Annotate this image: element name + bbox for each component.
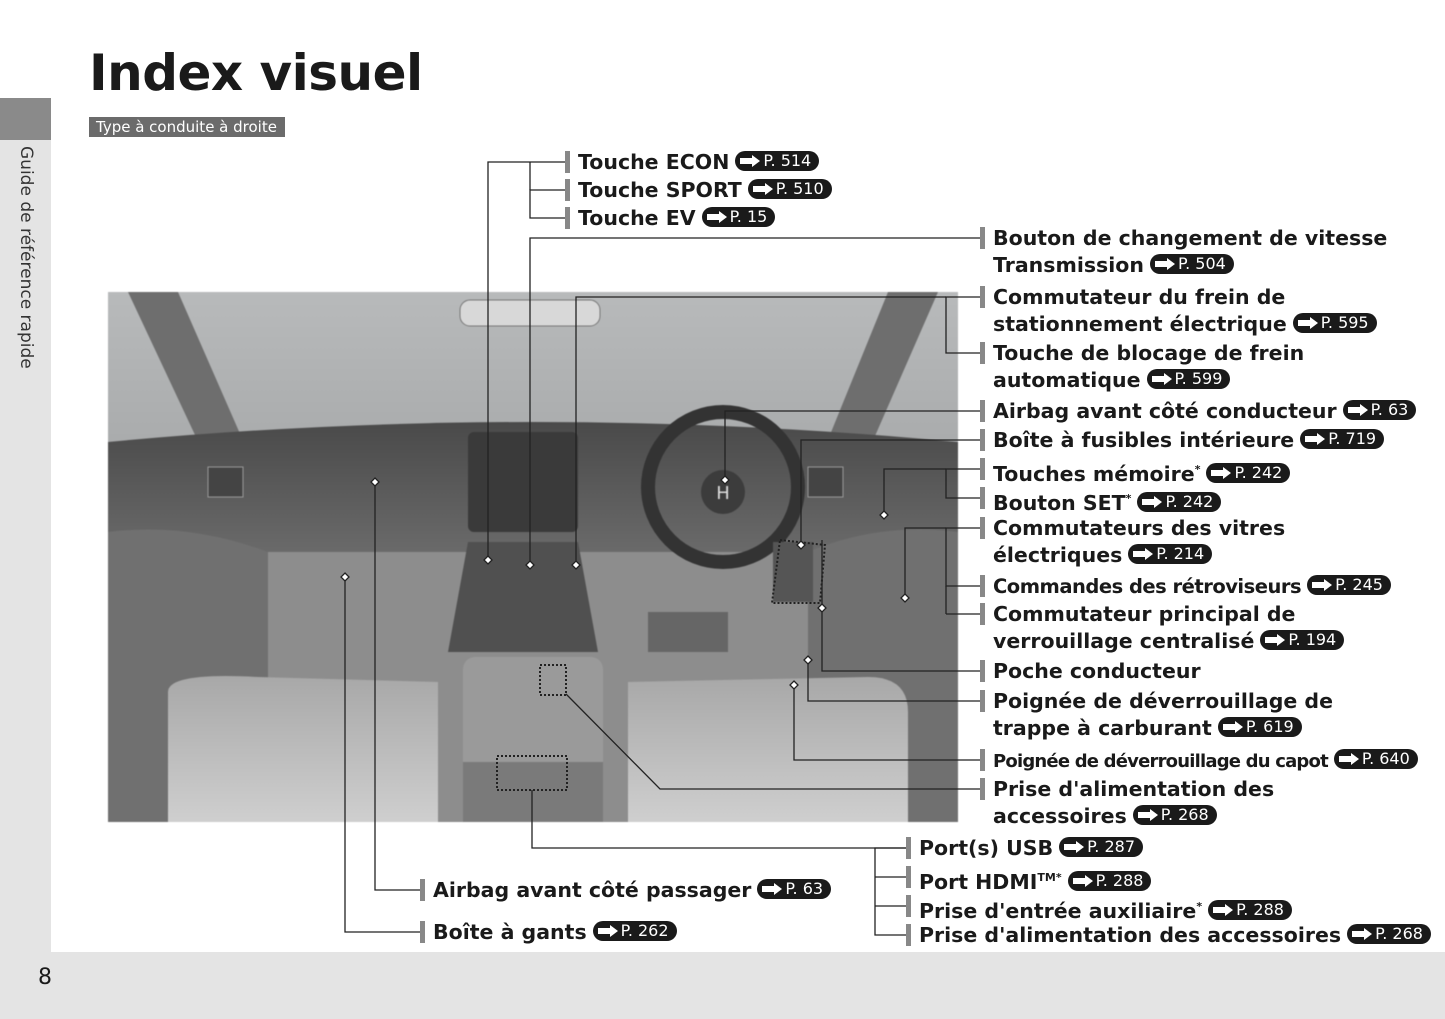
label-set: Bouton SET*P. 242 xyxy=(980,485,1222,517)
arrow-icon xyxy=(1265,634,1286,646)
leader-shift xyxy=(529,237,980,565)
label-pocket: Poche conducteur xyxy=(980,658,1201,685)
side-tab-label: Guide de référence rapide xyxy=(16,146,36,369)
arrow-icon xyxy=(1154,258,1175,270)
arrow-icon xyxy=(1137,809,1158,821)
page-ref-sport[interactable]: P. 510 xyxy=(747,179,832,199)
arrow-icon xyxy=(597,925,618,937)
page-ref-fuel[interactable]: P. 619 xyxy=(1217,717,1302,737)
arrow-icon xyxy=(1133,548,1154,560)
leader-econ xyxy=(487,161,565,560)
arrow-icon xyxy=(740,155,761,167)
leader-memory xyxy=(883,468,946,515)
usb-callout xyxy=(496,755,568,791)
dashboard-illustration: H xyxy=(108,292,958,822)
arrow-icon xyxy=(1072,874,1093,887)
page-ref-econ[interactable]: P. 514 xyxy=(735,151,820,171)
page-number: 8 xyxy=(38,965,52,990)
arrow-icon xyxy=(1338,753,1359,765)
leader-power1 xyxy=(565,693,980,790)
page-ref-fusebox[interactable]: P. 719 xyxy=(1300,429,1385,449)
arrow-icon xyxy=(1312,579,1333,591)
side-tab xyxy=(0,98,51,1019)
arrow-icon xyxy=(1347,404,1368,416)
page-ref-power2[interactable]: P. 268 xyxy=(1347,924,1431,944)
page-ref-windows[interactable]: P. 214 xyxy=(1128,544,1213,564)
page-ref-hood[interactable]: P. 640 xyxy=(1333,749,1418,769)
page-ref-mirrors[interactable]: P. 245 xyxy=(1307,575,1391,595)
page-ref-glovebox[interactable]: P. 262 xyxy=(592,921,677,941)
svg-text:H: H xyxy=(716,483,730,504)
label-aux: Prise d'entrée auxiliaire*P. 288 xyxy=(906,893,1292,925)
arrow-icon xyxy=(1297,317,1318,329)
footer-band xyxy=(0,952,1445,1019)
arrow-icon xyxy=(1222,721,1243,733)
fusebox-callout xyxy=(770,538,827,604)
page-ref-lock[interactable]: P. 194 xyxy=(1260,630,1345,650)
page-ref-epb[interactable]: P. 595 xyxy=(1292,313,1377,333)
arrow-icon xyxy=(1151,373,1172,385)
leader-fuel xyxy=(807,660,980,702)
page-ref-airbag-passenger[interactable]: P. 63 xyxy=(757,879,832,899)
leader-windows xyxy=(904,527,946,598)
label-hdmi: Port HDMITM*P. 288 xyxy=(906,864,1152,896)
page-ref-memory[interactable]: P. 242 xyxy=(1206,462,1291,483)
side-tab-marker xyxy=(0,98,51,140)
page-ref-ev[interactable]: P. 15 xyxy=(701,207,776,227)
arrow-icon xyxy=(1142,495,1163,508)
leader-airbag-pass xyxy=(374,482,420,891)
leader-airbag-driver xyxy=(724,410,980,480)
arrow-icon xyxy=(762,883,783,895)
page-ref-power1[interactable]: P. 268 xyxy=(1132,805,1217,825)
subtitle-badge: Type à conduite à droite xyxy=(89,117,285,137)
page-title: Index visuel xyxy=(89,44,423,102)
arrow-icon xyxy=(1305,433,1326,445)
leader-glovebox xyxy=(344,577,420,933)
arrow-icon xyxy=(1211,466,1232,479)
arrow-icon xyxy=(752,183,773,195)
arrow-icon xyxy=(1213,903,1234,916)
leader-pocket xyxy=(821,540,980,672)
leader-epb-brakehold xyxy=(945,296,980,354)
page-ref-usb[interactable]: P. 287 xyxy=(1059,837,1144,857)
arrow-icon xyxy=(706,211,727,223)
arrow-icon xyxy=(1352,928,1373,940)
page-ref-brakehold[interactable]: P. 599 xyxy=(1146,369,1231,389)
leader-epb xyxy=(575,296,946,565)
page-ref-aux[interactable]: P. 288 xyxy=(1208,899,1292,920)
leader-sport-ev xyxy=(529,189,565,219)
page-ref-airbag-driver[interactable]: P. 63 xyxy=(1342,400,1417,420)
page-ref-shift[interactable]: P. 504 xyxy=(1149,254,1234,274)
label-memory: Touches mémoire*P. 242 xyxy=(980,456,1291,488)
page-ref-set[interactable]: P. 242 xyxy=(1137,491,1222,512)
arrow-icon xyxy=(1064,841,1085,853)
page-ref-hdmi[interactable]: P. 288 xyxy=(1067,870,1152,891)
leader-memory-set xyxy=(945,468,980,499)
leader-windows-mirrors xyxy=(945,527,980,587)
power-outlet-callout xyxy=(539,664,567,696)
leader-fusebox xyxy=(800,439,980,545)
leader-hood xyxy=(793,685,980,761)
leader-usb xyxy=(531,790,906,849)
